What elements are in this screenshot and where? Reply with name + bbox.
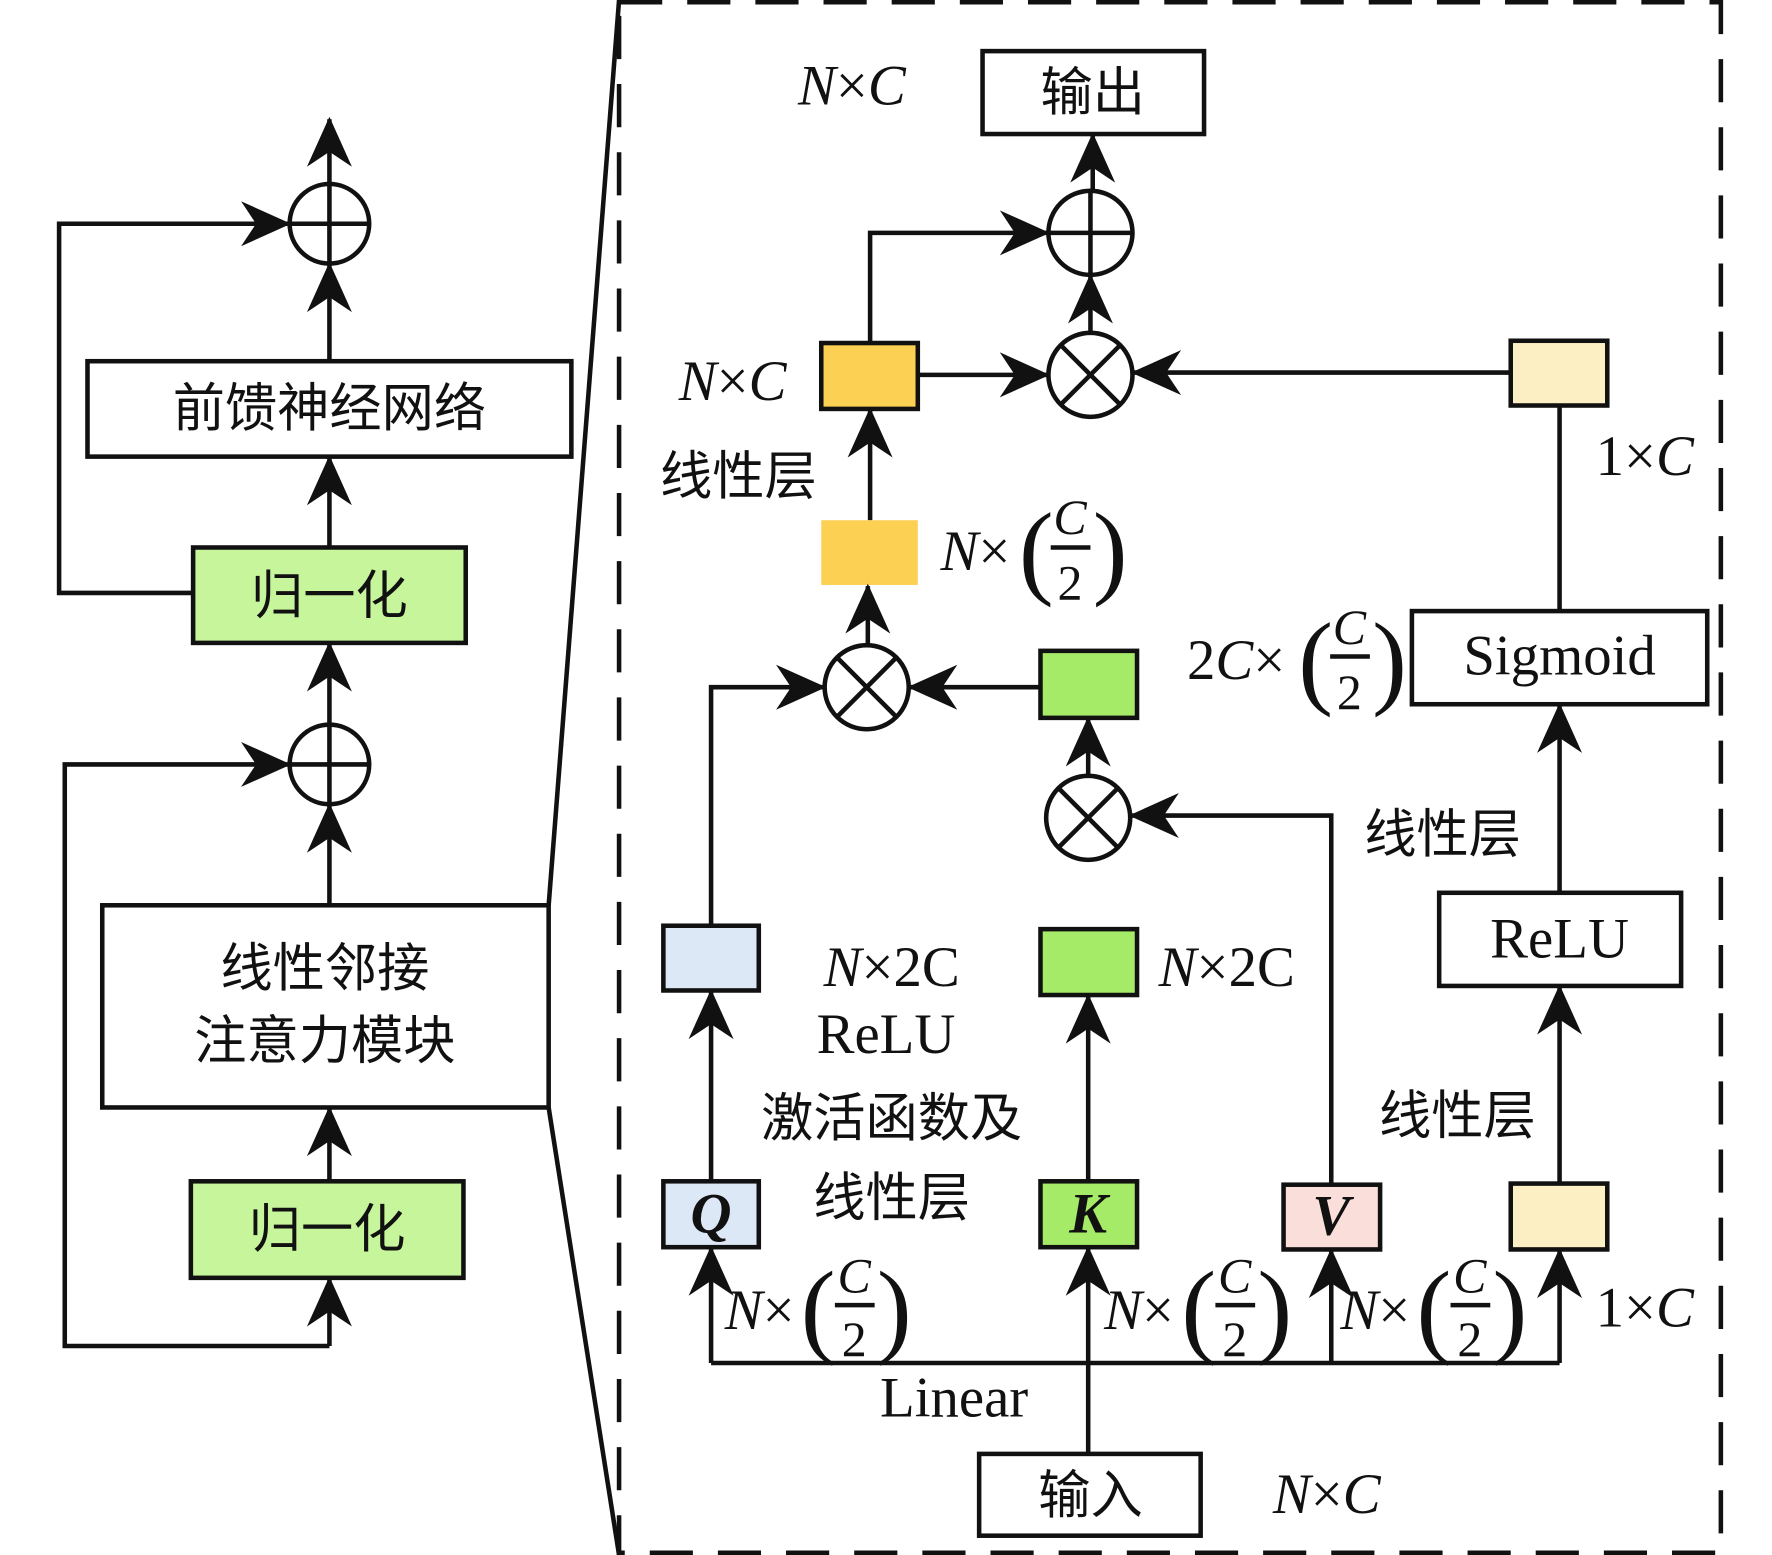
zoom-connector-bottom	[546, 1107, 622, 1555]
k-box: K	[1038, 1179, 1140, 1250]
svg-text:): )	[1257, 1251, 1292, 1367]
residual-skip-bottom	[62, 741, 330, 1349]
linear-label: Linear	[880, 1366, 1028, 1429]
add-icon-detail	[1046, 188, 1135, 278]
relu-note-line3: 线性层	[813, 1168, 970, 1228]
svg-text:(: (	[801, 1251, 836, 1367]
multiply-icon-low	[1043, 773, 1133, 863]
add-icon-top	[287, 181, 372, 266]
svg-text:2: 2	[1457, 1311, 1482, 1367]
detail-panel: 输出 N×C N×C 1×C 线性层 N	[616, 0, 1724, 1555]
v-to-mult-arrow	[1128, 793, 1334, 1185]
svg-text:N×: N×	[1339, 1279, 1410, 1342]
k-in-dim-label: N× ( C 2 )	[1103, 1248, 1292, 1368]
q-to-mult-arrow	[708, 664, 827, 926]
svg-text:2: 2	[1058, 555, 1083, 611]
gate-box-bottom	[1508, 1181, 1610, 1252]
q-projected-box	[661, 923, 762, 993]
q-proj-dim-label: N×2C	[823, 936, 960, 999]
yellow-mid-dim-label: N× ( C 2 )	[940, 489, 1128, 611]
svg-text:2: 2	[1222, 1311, 1247, 1367]
q-box: Q	[661, 1179, 762, 1250]
gate-out-dim-label: 1×C	[1596, 425, 1695, 488]
linear-layer-label-top: 线性层	[660, 447, 817, 507]
svg-text:C: C	[1333, 599, 1367, 655]
q-in-dim-label: N× ( C 2 )	[724, 1248, 912, 1368]
left-panel: 前馈神经网络 归一化 线性邻接 注意力模块	[56, 0, 622, 1555]
feature-box-yellow	[818, 340, 921, 412]
v-label: V	[1312, 1185, 1354, 1248]
svg-text:N×: N×	[724, 1279, 795, 1342]
svg-text:): )	[1493, 1251, 1528, 1367]
svg-text:C: C	[1453, 1248, 1487, 1304]
svg-text:(: (	[1019, 492, 1054, 608]
feature-box-yellow-mid	[821, 520, 918, 585]
svg-text:C: C	[1053, 489, 1087, 545]
attention-module-box: 线性邻接 注意力模块	[99, 903, 551, 1110]
kv-box-green	[1038, 648, 1140, 721]
q-label: Q	[691, 1182, 732, 1245]
ffn-box: 前馈神经网络	[85, 358, 574, 459]
relu-note-line2: 激活函数及	[761, 1089, 1022, 1149]
svg-text:2: 2	[842, 1311, 867, 1367]
attention-label-line1: 线性邻接	[220, 939, 429, 999]
residual-skip-top	[56, 201, 292, 596]
v-in-dim-label: N× ( C 2 )	[1339, 1248, 1527, 1368]
svg-text:): )	[877, 1251, 912, 1367]
linear-layer-label-right-bottom: 线性层	[1379, 1087, 1536, 1147]
v-box: V	[1281, 1182, 1383, 1252]
svg-text:2: 2	[1337, 664, 1362, 720]
output-box: 输出	[980, 48, 1207, 137]
detail-dashed-border	[616, 0, 1724, 1555]
svg-text:): )	[1093, 492, 1128, 608]
residual-to-add-arrow	[867, 210, 1050, 344]
relu-box-label: ReLU	[1490, 908, 1629, 971]
svg-text:): )	[1372, 602, 1407, 718]
svg-text:N×: N×	[1103, 1279, 1174, 1342]
sigmoid-label: Sigmoid	[1463, 625, 1655, 688]
k-projected-box	[1038, 926, 1140, 998]
input-box: 输入	[976, 1451, 1203, 1538]
ffn-label: 前馈神经网络	[173, 379, 486, 439]
multiply-icon-top	[1046, 330, 1135, 420]
norm-bottom-label: 归一化	[249, 1200, 406, 1260]
linear-layer-label-right-top: 线性层	[1364, 805, 1521, 865]
yellow-out-dim-label: N×C	[678, 350, 788, 413]
gate-in-dim-label: 1×C	[1596, 1277, 1695, 1340]
relu-note-line1: ReLU	[817, 1003, 956, 1066]
attention-label-line2: 注意力模块	[194, 1012, 455, 1072]
multiply-icon-mid	[822, 642, 911, 732]
svg-text:N×: N×	[940, 520, 1011, 583]
input-label: 输入	[1038, 1466, 1142, 1526]
svg-text:(: (	[1181, 1251, 1216, 1367]
norm-top-label: 归一化	[251, 566, 408, 626]
gate-box-top	[1508, 338, 1610, 408]
svg-text:2C×: 2C×	[1187, 629, 1285, 692]
k-proj-dim-label: N×2C	[1158, 936, 1295, 999]
add-icon-bottom	[287, 722, 372, 807]
svg-text:C: C	[1218, 1248, 1252, 1304]
zoom-connector-top	[546, 0, 622, 906]
svg-text:C: C	[838, 1248, 872, 1304]
k-label: K	[1068, 1182, 1111, 1245]
norm-box-top: 归一化	[190, 545, 469, 646]
output-label: 输出	[1040, 63, 1144, 123]
relu-box: ReLU	[1436, 890, 1684, 989]
input-dim-label: N×C	[1272, 1463, 1382, 1526]
sigmoid-in-dim-label: 2C× ( C 2 )	[1187, 599, 1407, 720]
svg-text:(: (	[1298, 602, 1333, 718]
svg-text:(: (	[1416, 1251, 1451, 1367]
output-dim-label: N×C	[797, 54, 907, 117]
norm-box-bottom: 归一化	[188, 1179, 466, 1281]
sigmoid-box: Sigmoid	[1409, 608, 1710, 707]
